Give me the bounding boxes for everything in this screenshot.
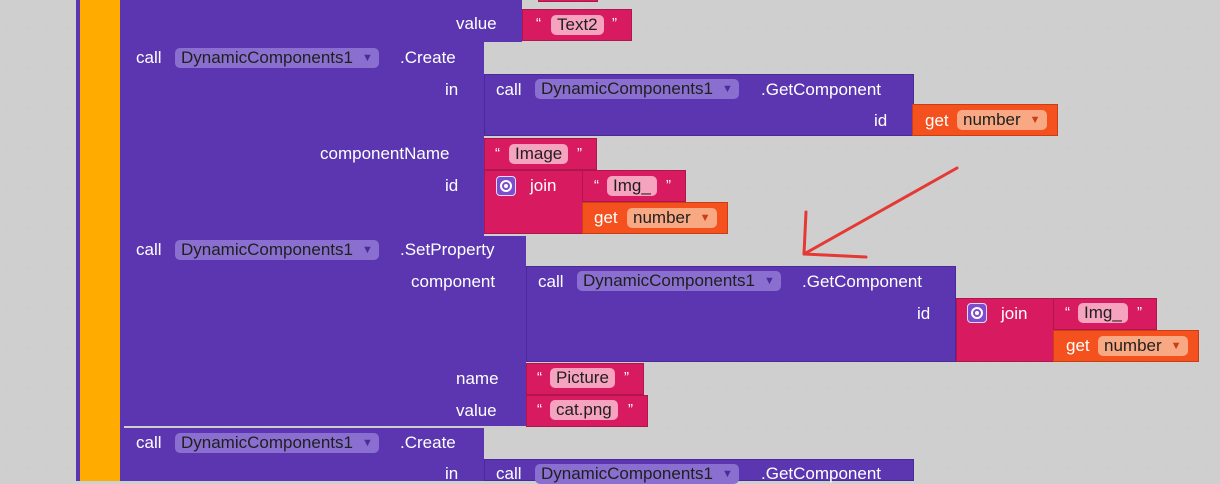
call-label: call <box>496 464 522 483</box>
in-label: in <box>445 80 459 99</box>
text-field-cat-png[interactable]: cat.png <box>550 400 618 420</box>
quote-open: “ <box>1065 304 1070 321</box>
quote-open: “ <box>495 145 500 162</box>
create-block-body[interactable] <box>124 74 484 236</box>
quote-open: “ <box>594 177 599 194</box>
name-label: name <box>456 369 499 388</box>
component-dropdown[interactable]: DynamicComponents1▼ <box>175 240 379 260</box>
create-method-label: .Create <box>400 433 456 452</box>
join-label: join <box>1001 304 1028 323</box>
gear-icon[interactable] <box>967 303 987 323</box>
triangle-down-icon: ▼ <box>361 52 373 64</box>
call-label: call <box>538 272 564 291</box>
getcomponent-method-label: .GetComponent <box>761 80 882 99</box>
call-label: call <box>496 80 522 99</box>
triangle-down-icon: ▼ <box>361 244 373 256</box>
get-label: get <box>594 208 618 227</box>
id-label: id <box>874 111 888 130</box>
quote-close: ” <box>612 15 617 32</box>
triangle-down-icon: ▼ <box>1029 114 1041 126</box>
create-method-label: .Create <box>400 48 456 67</box>
quote-open: “ <box>537 401 542 418</box>
component-label: component <box>411 272 496 291</box>
componentname-label: componentName <box>320 144 450 163</box>
quote-close: ” <box>577 145 582 162</box>
call-label: call <box>136 433 162 452</box>
triangle-down-icon: ▼ <box>721 468 733 480</box>
triangle-down-icon: ▼ <box>721 83 733 95</box>
variable-dropdown[interactable]: number▼ <box>1098 336 1188 356</box>
variable-dropdown[interactable]: number▼ <box>627 208 717 228</box>
quote-open: “ <box>536 15 541 32</box>
gear-icon[interactable] <box>496 176 516 196</box>
component-dropdown[interactable]: DynamicComponents1▼ <box>535 464 739 484</box>
text-block-partial[interactable] <box>538 0 598 2</box>
quote-close: ” <box>666 177 671 194</box>
id-label: id <box>445 176 459 195</box>
event-block-bar[interactable] <box>80 0 120 481</box>
triangle-down-icon: ▼ <box>361 437 373 449</box>
getcomponent-method-label: .GetComponent <box>802 272 923 291</box>
triangle-down-icon: ▼ <box>1170 340 1182 352</box>
component-dropdown[interactable]: DynamicComponents1▼ <box>577 271 781 291</box>
get-label: get <box>1066 336 1090 355</box>
component-dropdown[interactable]: DynamicComponents1▼ <box>175 48 379 68</box>
setproperty-method-label: .SetProperty <box>400 240 495 259</box>
triangle-down-icon: ▼ <box>763 275 775 287</box>
text-block-text2[interactable] <box>522 9 632 41</box>
value-label: value <box>456 14 497 33</box>
variable-dropdown[interactable]: number▼ <box>957 110 1047 130</box>
get-label: get <box>925 111 949 130</box>
in-label: in <box>445 464 459 483</box>
id-label: id <box>917 304 931 323</box>
triangle-down-icon: ▼ <box>699 212 711 224</box>
text-field-image[interactable]: Image <box>509 144 569 164</box>
component-dropdown[interactable]: DynamicComponents1▼ <box>535 79 739 99</box>
setproperty-block[interactable] <box>124 236 526 426</box>
join-label: join <box>530 176 557 195</box>
quote-close: ” <box>1137 304 1142 321</box>
call-label: call <box>136 48 162 67</box>
text-field-img-prefix[interactable]: Img_ <box>1078 303 1128 323</box>
setproperty-block-top-partial[interactable] <box>124 0 522 42</box>
call-label: call <box>136 240 162 259</box>
quote-close: ” <box>628 401 633 418</box>
text-field-img-prefix[interactable]: Img_ <box>607 176 657 196</box>
text-field-text2[interactable]: Text2 <box>551 15 604 35</box>
quote-open: “ <box>537 369 542 386</box>
value-label: value <box>456 401 497 420</box>
component-dropdown[interactable]: DynamicComponents1▼ <box>175 433 379 453</box>
getcomponent-method-label: .GetComponent <box>761 464 882 483</box>
text-field-picture[interactable]: Picture <box>550 368 615 388</box>
quote-close: ” <box>624 369 629 386</box>
